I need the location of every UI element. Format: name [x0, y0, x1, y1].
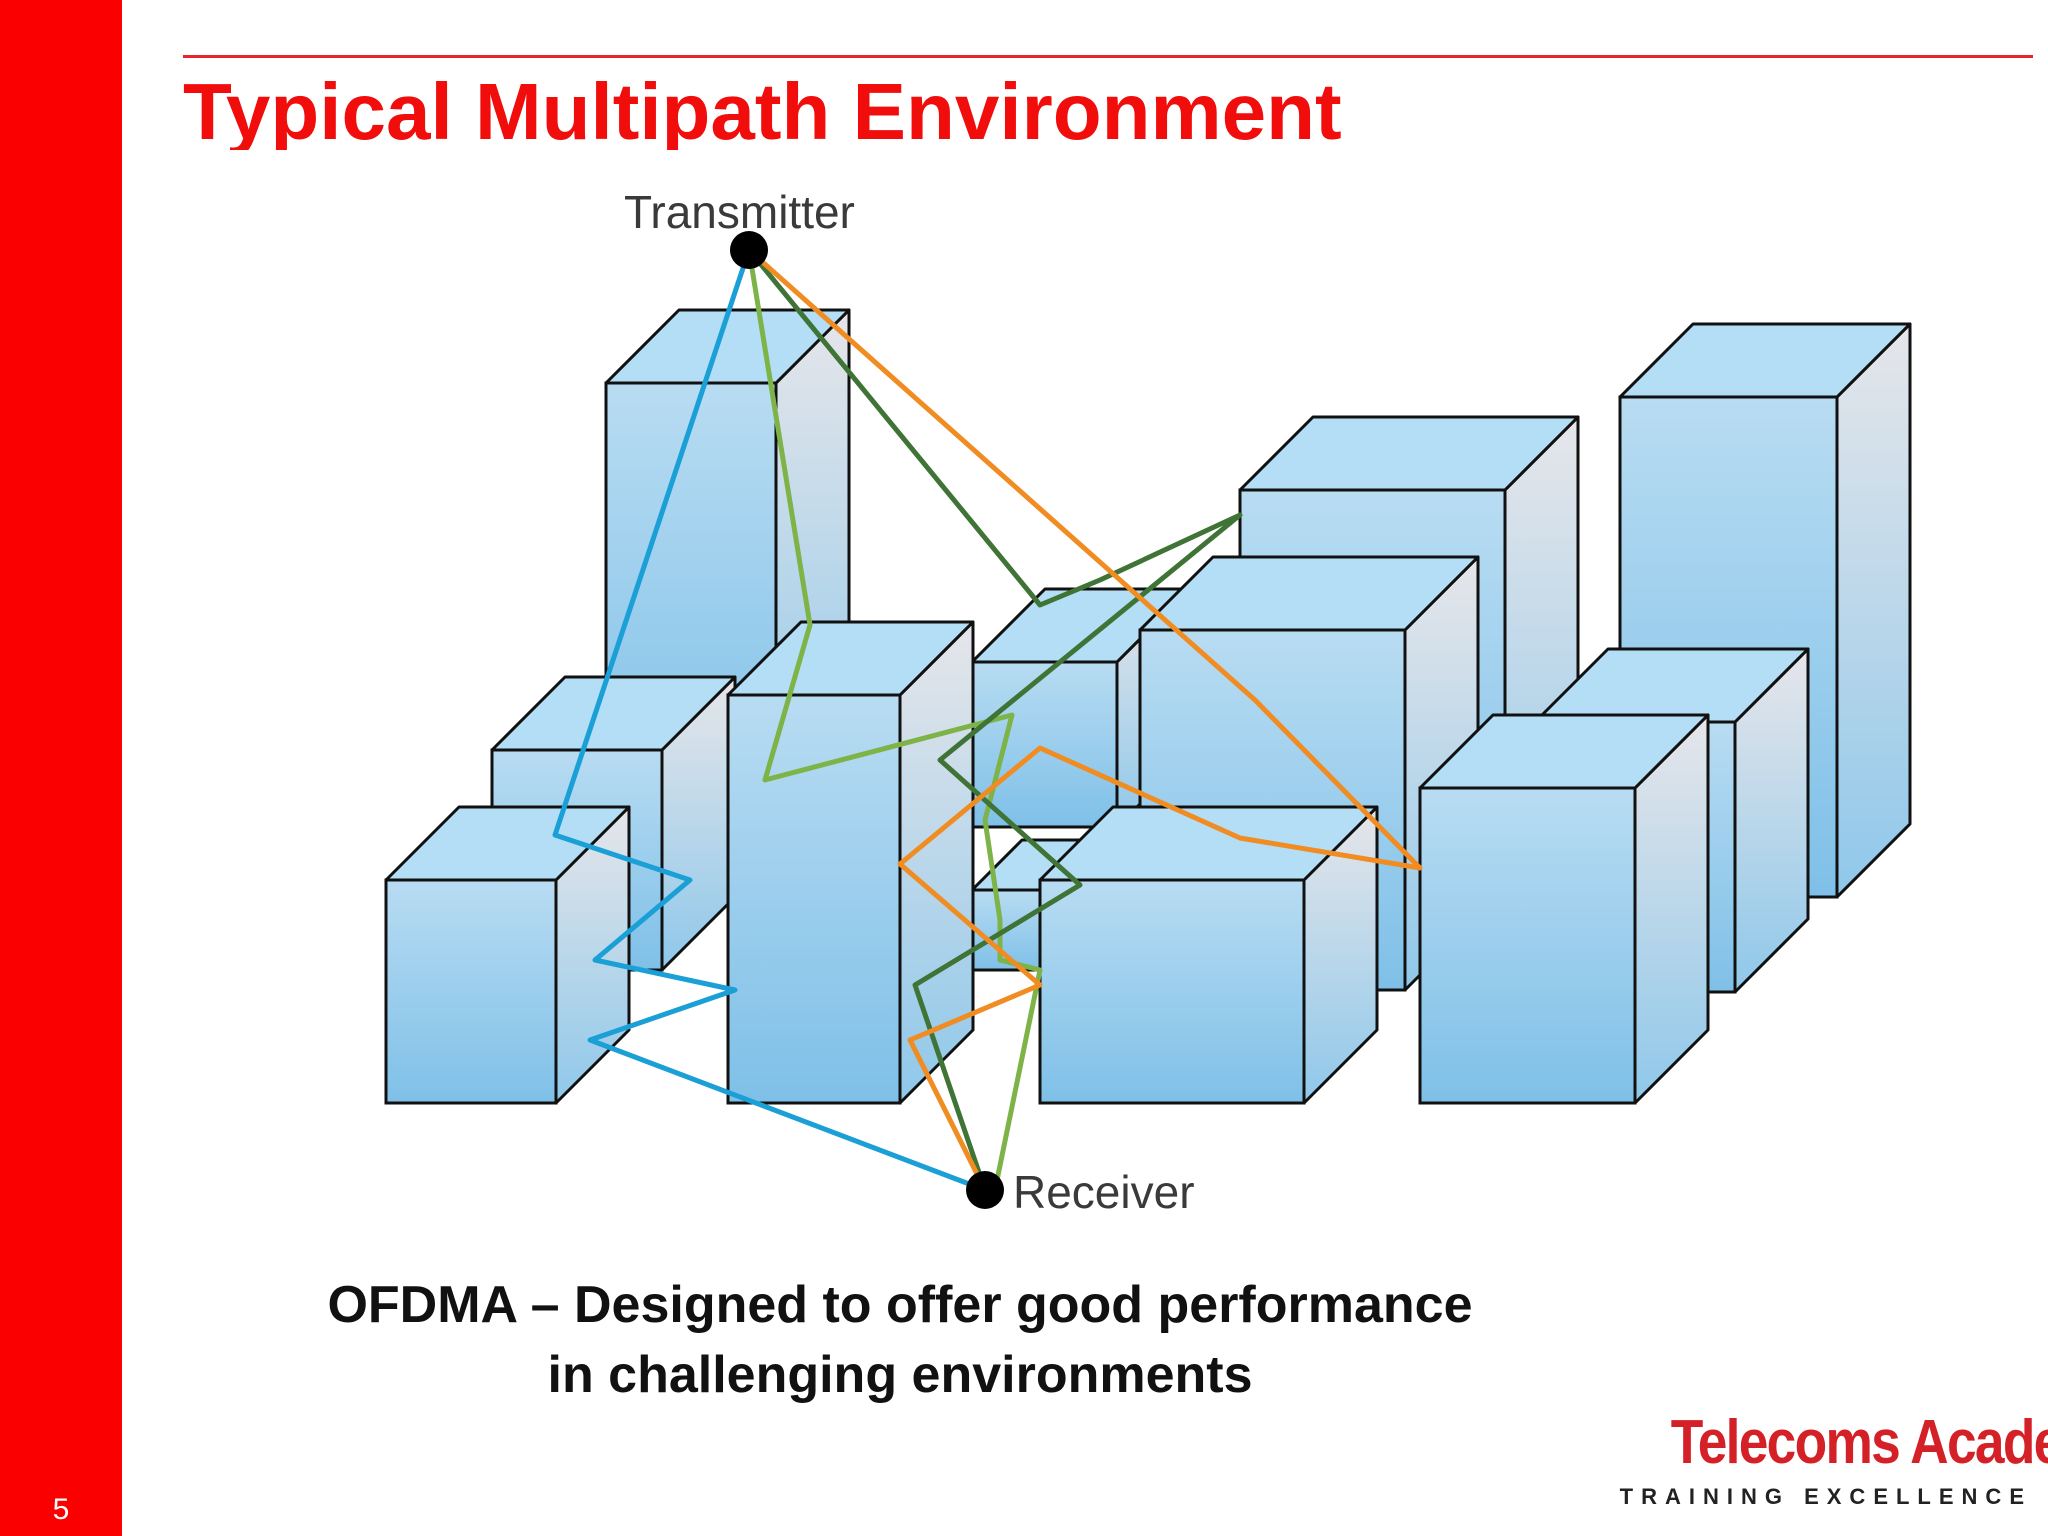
transmitter-antenna [730, 231, 768, 269]
slide-caption: OFDMA – Designed to offer good performan… [180, 1270, 1620, 1410]
page-number: 5 [52, 1493, 70, 1526]
logo-name: Telecoms Academy [1670, 1408, 2048, 1477]
red-sidebar: 5 [0, 0, 122, 1536]
receiver-label: Receiver [1013, 1166, 1195, 1218]
building [1038, 805, 1379, 1105]
building-front [726, 693, 902, 1105]
building-front [970, 660, 1119, 829]
building-side [1835, 322, 1912, 899]
orange-path [746, 247, 1423, 1193]
building-front [1418, 786, 1637, 1105]
caption-line-2: in challenging environments [547, 1346, 1253, 1404]
title-rule [183, 55, 2033, 58]
nodes-layer: Transmitter Receiver [624, 186, 1195, 1218]
buildings-layer [384, 308, 1912, 1105]
signal-paths-layer [552, 247, 1423, 1193]
receiver-antenna [966, 1171, 1004, 1209]
company-logo: Telecoms Academy TRAINING EXCELLENCE [1612, 1408, 2048, 1510]
logo-tagline: TRAINING EXCELLENCE [1619, 1484, 2032, 1509]
building-front [384, 878, 558, 1105]
building [384, 805, 631, 1105]
transmitter-label: Transmitter [624, 186, 855, 238]
light-green-path [746, 247, 1043, 1193]
building [1418, 713, 1710, 1105]
blue-path [552, 247, 988, 1193]
caption-line-1: OFDMA – Designed to offer good performan… [327, 1276, 1473, 1334]
building-front [1038, 878, 1306, 1105]
title-container: Typical Multipath Environment [183, 68, 1683, 151]
dark-green-path [746, 247, 1243, 1193]
slide-title: Typical Multipath Environment [183, 68, 1342, 151]
